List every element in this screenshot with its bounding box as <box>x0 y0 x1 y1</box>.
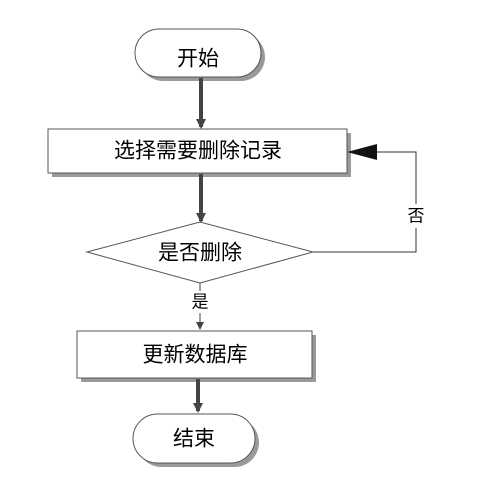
delete-decision-label: 是否删除 <box>158 241 242 265</box>
start-node: 开始 <box>134 28 265 81</box>
no-branch-label: 否 <box>408 207 425 227</box>
yes-label-bg <box>187 291 213 313</box>
end-label: 结束 <box>173 427 215 451</box>
delete-decision-node: 是否删除 <box>85 221 315 284</box>
select-records-label: 选择需要删除记录 <box>114 139 282 163</box>
update-database-node: 更新数据库 <box>76 330 316 382</box>
no-label-bg <box>404 204 428 228</box>
end-node: 结束 <box>132 413 259 467</box>
update-database-label: 更新数据库 <box>143 343 248 367</box>
select-records-node: 选择需要删除记录 <box>47 128 351 177</box>
start-label: 开始 <box>177 47 219 71</box>
yes-branch-label: 是 <box>192 293 209 313</box>
edge-decision-no <box>313 144 417 253</box>
